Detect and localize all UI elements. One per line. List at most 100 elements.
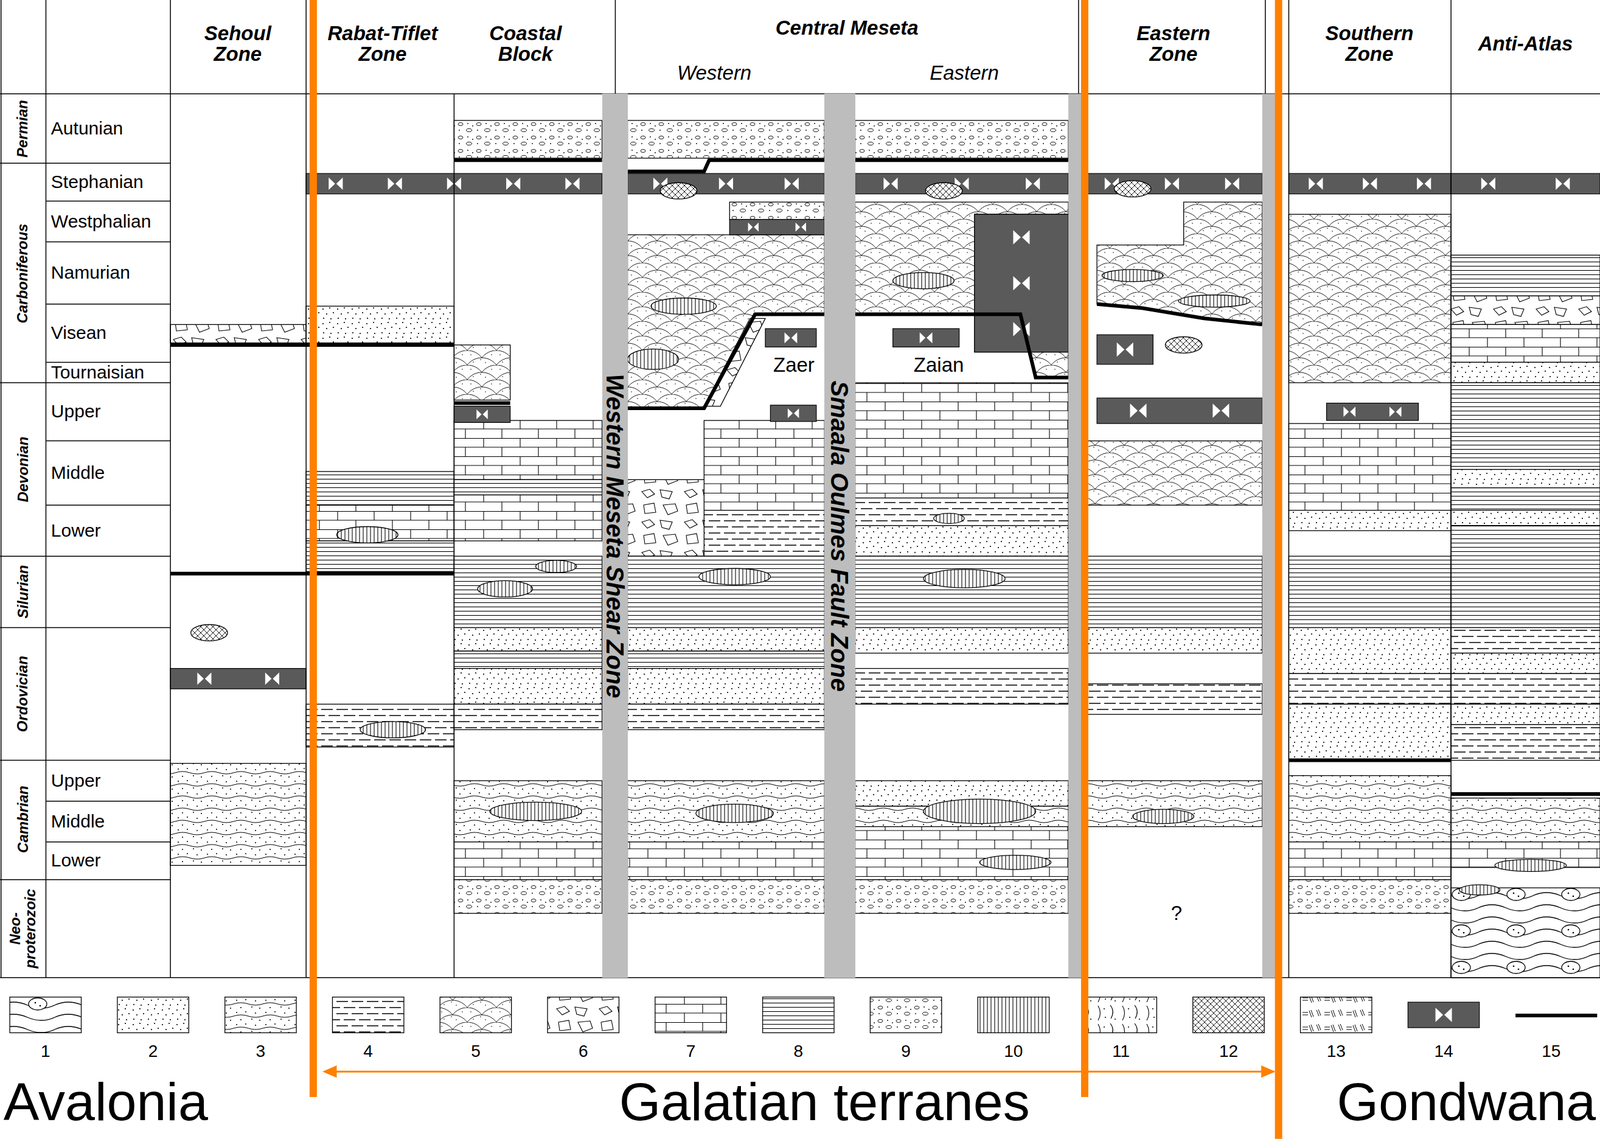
unconformity-line [855,314,1069,378]
legend-swatch [1085,997,1157,1034]
lithology-block [627,556,825,628]
hatched-ellipse [1165,337,1202,354]
terrane-boundary [309,0,317,1097]
legend-swatch [1193,997,1265,1034]
lens-symbol [923,569,1006,588]
band-fill [770,405,816,422]
legend-number: 9 [881,1042,931,1060]
fault-band [1262,93,1276,978]
bowtie-symbol [883,177,898,190]
bowtie-symbol [1389,406,1402,417]
bowtie-symbol [1012,276,1030,291]
band-fill [1450,173,1600,195]
band-fill [1326,403,1419,421]
lithology-block [1450,673,1600,704]
lithology-block [855,498,1069,526]
band-fill [170,668,307,690]
period-label: Neo- proterozoic [7,881,38,976]
bowtie-band [1288,173,1451,195]
column-header: Anti-Atlas [1453,33,1597,55]
legend-item [332,997,404,1034]
band-fill [765,328,817,347]
lithology-block [855,826,1069,880]
legend-item [1515,1014,1597,1016]
lithology-block [1450,324,1600,362]
table-rule [45,800,171,802]
lithology-block [1081,683,1263,715]
stage-label: Lower [51,850,169,870]
hatched-ellipse [1114,180,1152,198]
column-header: Sehoul Zone [191,23,284,66]
bowtie-symbol [784,332,797,344]
lithology-block [855,525,1069,557]
lithology-block [453,120,602,159]
legend-item [225,997,297,1034]
lens-symbol [893,272,955,289]
table-rule [45,841,171,843]
unconformity-line [306,343,454,347]
terrane-boundary [1275,0,1283,1139]
bowtie-symbol [1116,342,1134,357]
lithology-block [1096,201,1263,325]
lens-symbol [337,526,399,543]
legend-number: 15 [1526,1042,1576,1060]
lithology-block [1450,487,1600,511]
legend-number: 10 [989,1042,1038,1060]
lithology-block [453,668,602,705]
lithology-block [1450,295,1600,325]
lithology-block [453,420,602,480]
lithology-block [453,879,602,914]
period-label: Ordovician [14,632,30,755]
lithology-block [1081,780,1263,827]
bowtie-symbol [719,177,734,190]
lithology-block [855,120,1069,159]
lens-symbol [360,721,426,738]
bowtie-band [170,668,307,690]
terrane-label: Galatian terranes [467,1073,1182,1130]
legend-number: 1 [21,1042,70,1060]
stage-label: Middle [51,811,169,832]
lithology-block [1081,627,1263,654]
unconformity-line [855,158,1069,162]
stage-label: Upper [51,770,169,791]
lithology-block [1288,775,1451,842]
lithology-block [627,879,825,914]
band-fill [453,406,510,423]
table-rule [0,93,1600,95]
legend-number: 13 [1311,1042,1361,1060]
fault-zone-band: Smaala Oulmes Fault Zone [824,93,855,978]
lens-symbol [923,798,1037,824]
table-rule [0,759,171,762]
bowtie-symbol [1012,229,1030,244]
table-rule [1288,0,1290,978]
bowtie-symbol [1343,406,1356,417]
lithology-block [453,780,602,842]
lithology-block [306,306,454,343]
bowtie-symbol [1416,177,1431,190]
lithology-block [1450,254,1600,296]
legend-number: 5 [451,1042,501,1060]
legend-number: 12 [1203,1042,1253,1060]
legend-number: 2 [128,1042,178,1060]
table-rule [45,241,171,243]
period-label: Silurian [14,558,30,627]
lithology-block [306,703,454,747]
stage-label: Visean [51,323,169,343]
column-header: Eastern [862,62,1066,84]
lithology-block [1081,441,1263,506]
lithology-block [627,234,825,409]
bowtie-band [765,328,817,347]
lithology-block [627,668,825,705]
period-label: Permian [14,96,30,162]
band-fill [974,214,1069,352]
unconformity-line [627,160,825,171]
arrow-head [322,1065,337,1078]
unconformity-line [453,401,510,406]
unconformity-line [453,158,602,162]
lithology-block [453,703,602,730]
column-header: Southern Zone [1313,23,1427,66]
lithology-block [703,420,825,511]
table-rule [1264,0,1267,94]
lithology-block [1450,627,1600,654]
lithology-block [627,780,825,842]
